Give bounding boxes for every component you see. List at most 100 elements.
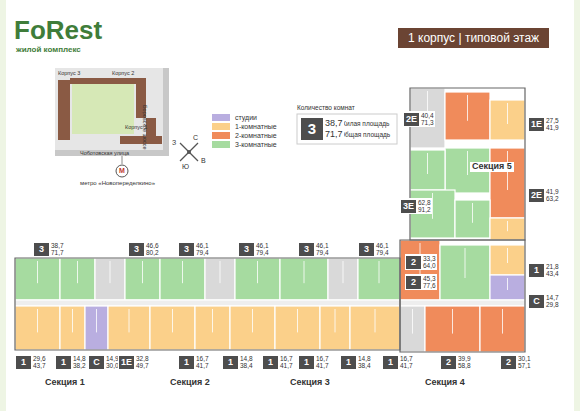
area-value: 30,0 <box>106 362 119 369</box>
area-value: 41,9 <box>546 124 559 131</box>
area-value: 29,8 <box>546 301 559 308</box>
area-group: 62,891,2 <box>418 199 431 213</box>
room-count: 1 <box>529 264 544 277</box>
room-wall <box>142 261 143 283</box>
area-value: 71,7 <box>325 129 343 140</box>
legend-text: 2-комнатные <box>235 132 277 139</box>
apartment <box>490 275 525 300</box>
room-count: 3 <box>299 243 314 256</box>
area-group: 41,963,2 <box>546 188 559 202</box>
room-wall <box>507 103 508 124</box>
apartment-tag: 346,179,4 <box>178 241 210 257</box>
map-label: Корпус 3 <box>58 70 80 76</box>
room-wall <box>467 95 468 121</box>
road <box>163 68 169 156</box>
building <box>120 136 162 144</box>
room-wall <box>37 309 38 332</box>
apartment-tag: 230,157,1 <box>500 354 532 370</box>
courtyard <box>72 84 134 134</box>
apartment <box>400 300 525 306</box>
apartment <box>445 92 490 140</box>
apartment <box>410 150 445 190</box>
area-value: 38,7 <box>325 118 343 129</box>
area-value: 57,1 <box>518 362 531 369</box>
apartment <box>480 306 525 352</box>
room-count: 2 <box>406 256 421 269</box>
apartment-tag: 3E62,891,2 <box>400 198 432 214</box>
room-wall <box>182 261 183 283</box>
room-wall <box>297 309 298 332</box>
apartment-tag: 114,838,2 <box>55 354 87 370</box>
section-label: Секция 3 <box>290 378 330 388</box>
area-group: 32,849,7 <box>136 355 149 369</box>
map-label: Общая площадь <box>340 131 390 138</box>
area-value: 46,1 <box>256 242 269 249</box>
area-group: 16,741,7 <box>316 355 329 369</box>
apartment-tag: 346,179,4 <box>238 241 270 257</box>
area-group: 14,838,4 <box>358 355 371 369</box>
apartment-tag: 346,680,2 <box>128 241 160 257</box>
area-value: 14,9 <box>106 355 119 362</box>
area-group: 27,541,9 <box>546 117 559 131</box>
map-label: З <box>172 139 176 147</box>
legend-swatch <box>212 123 230 130</box>
area-value: 71,7 <box>51 249 64 256</box>
room-count: 3 <box>301 118 323 140</box>
area-value: 38,2 <box>73 362 86 369</box>
apartment-tag: 2E40,471,3 <box>403 111 435 127</box>
room-wall <box>467 151 468 175</box>
area-value: 14,8 <box>73 355 86 362</box>
room-wall <box>257 261 258 283</box>
apartment <box>490 218 525 240</box>
key-tag: 338,771,7 <box>300 117 344 141</box>
building-outline <box>400 240 525 352</box>
area-value: 38,7 <box>51 242 64 249</box>
title-banner: 1 корпус | типовой этаж <box>398 28 549 48</box>
apartment-tag: 2E41,963,2 <box>528 187 560 203</box>
legend-swatch <box>212 141 230 148</box>
apartment <box>15 300 400 306</box>
area-value: 45,3 <box>423 275 436 282</box>
apartment <box>230 306 275 350</box>
room-wall <box>502 309 503 334</box>
area-group: 46,179,4 <box>196 242 209 256</box>
room-wall <box>220 261 221 283</box>
apartment-tag: 114,838,4 <box>222 354 254 370</box>
room-count: 3 <box>239 243 254 256</box>
room-count: 1 <box>179 356 194 369</box>
map-label: В <box>201 157 206 165</box>
logo-text: FoRest <box>14 16 102 45</box>
area-value: 46,1 <box>316 242 329 249</box>
area-value: 49,7 <box>136 362 149 369</box>
apartment <box>195 306 230 350</box>
area-value: 39,9 <box>458 355 471 362</box>
room-wall <box>96 309 97 332</box>
area-group: 21,843,4 <box>546 263 559 277</box>
apartment-tag: 1E32,849,7 <box>118 354 150 370</box>
area-group: 16,741,7 <box>400 355 413 369</box>
area-value: 43,4 <box>546 270 559 277</box>
area-value: 16,7 <box>280 355 293 362</box>
room-count: 1E <box>119 356 134 369</box>
area-value: 63,2 <box>546 195 559 202</box>
area-value: 38,4 <box>240 362 253 369</box>
area-group: 14,930,0 <box>106 355 119 369</box>
apartment <box>150 306 195 350</box>
room-wall <box>129 309 130 332</box>
area-group: 46,179,4 <box>376 242 389 256</box>
area-value: 79,4 <box>256 249 269 256</box>
room-wall <box>375 309 376 332</box>
area-value: 41,7 <box>400 362 413 369</box>
apartment <box>440 245 490 300</box>
area-value: 79,4 <box>376 249 389 256</box>
area-value: 33,3 <box>423 255 436 262</box>
apartment <box>400 240 440 300</box>
area-value: 46,1 <box>376 242 389 249</box>
room-count: C <box>89 356 104 369</box>
area-value: 30,1 <box>518 355 531 362</box>
apartment <box>455 200 490 238</box>
area-value: 62,8 <box>418 199 431 206</box>
legend-swatch <box>212 132 230 139</box>
area-value: 41,7 <box>280 362 293 369</box>
area-group: 46,179,4 <box>316 242 329 256</box>
